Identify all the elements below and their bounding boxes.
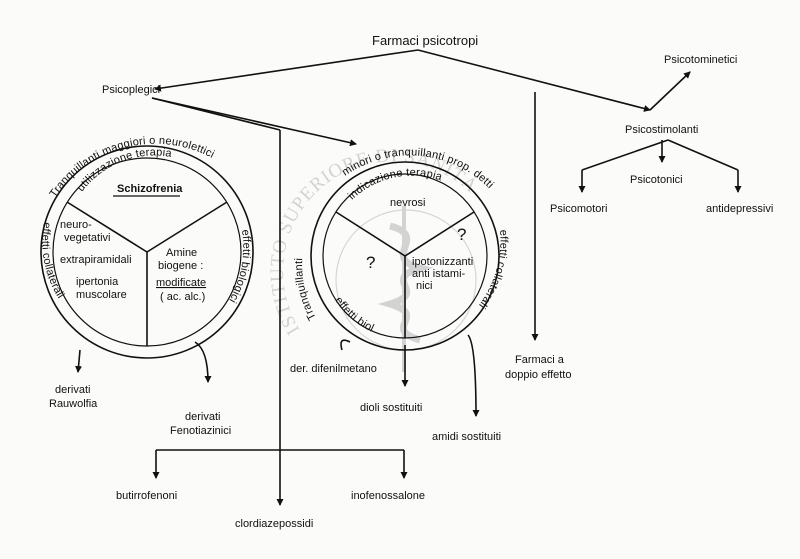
psicotominetici-label: Psicotominetici bbox=[664, 54, 737, 66]
stimolante-psicomotori: Psicomotori bbox=[550, 203, 607, 215]
output-rauwolfia-line2: Rauwolfia bbox=[49, 398, 98, 410]
left-sector-right-line4: ( ac. alc.) bbox=[160, 291, 205, 303]
svg-text:Tranquillanti: Tranquillanti bbox=[293, 258, 319, 322]
right-sector-right-line3: nici bbox=[416, 280, 433, 292]
stimolante-antidepressivi: antidepressivi bbox=[706, 203, 773, 215]
right-arc-side-title: Tranquillanti bbox=[293, 258, 318, 322]
left-sector-right-line1: Amine bbox=[166, 247, 197, 259]
right-sector-right-line2: anti istami- bbox=[412, 268, 466, 280]
output-butirrofenoni: butirrofenoni bbox=[116, 490, 177, 502]
psicoplegici-label: Psicoplegici bbox=[102, 84, 160, 96]
left-sector-right-line2: biogene : bbox=[158, 260, 203, 272]
output-fenotiazinici-line2: Fenotiazinici bbox=[170, 425, 231, 437]
output-difenilmetano: der. difenilmetano bbox=[290, 363, 377, 375]
output-rauwolfia-line1: derivati bbox=[55, 384, 90, 396]
output-dioli: dioli sostituiti bbox=[360, 402, 422, 414]
root-label: Farmaci psicotropi bbox=[372, 33, 478, 48]
output-amidi: amidi sostituiti bbox=[432, 431, 501, 443]
output-fenotiazinici-line1: derivati bbox=[185, 411, 220, 423]
svg-text:effetti collaterali: effetti collaterali bbox=[476, 229, 509, 310]
svg-text:effetti biologici: effetti biologici bbox=[226, 229, 252, 305]
output-inofenossalone: inofenossalone bbox=[351, 490, 425, 502]
psicostimolanti-label: Psicostimolanti bbox=[625, 124, 698, 136]
left-sector-left-line1: neuro- bbox=[60, 219, 92, 231]
right-sector-right-question: ? bbox=[457, 225, 466, 244]
left-sector-left-line5: muscolare bbox=[76, 289, 127, 301]
right-sector-right-line1: ipotonizzanti bbox=[412, 256, 473, 268]
left-sector-top-label: Schizofrenia bbox=[117, 183, 183, 195]
right-sector-left-question: ? bbox=[366, 253, 375, 272]
output-clordiazepossidi: clordiazepossidi bbox=[235, 518, 313, 530]
right-sector-top-label: nevrosi bbox=[390, 197, 425, 209]
left-sector-left-line3: extrapiramidali bbox=[60, 254, 132, 266]
left-circle: Tranquillanti maggiori o neurolettici ut… bbox=[39, 135, 254, 359]
connectors bbox=[75, 49, 742, 506]
right-arc-side-right: effetti collaterali bbox=[476, 229, 509, 310]
left-sector-left-line4: ipertonia bbox=[76, 276, 119, 288]
doppio-effetto-line1: Farmaci a bbox=[515, 354, 565, 366]
left-sector-right-line3: modificate bbox=[156, 277, 206, 289]
left-sector-left-line2: vegetativi bbox=[64, 232, 110, 244]
left-arc-side-right: effetti biologici bbox=[226, 229, 252, 305]
stimolante-psicotonici: Psicotonici bbox=[630, 174, 683, 186]
doppio-effetto-line2: doppio effetto bbox=[505, 369, 571, 381]
